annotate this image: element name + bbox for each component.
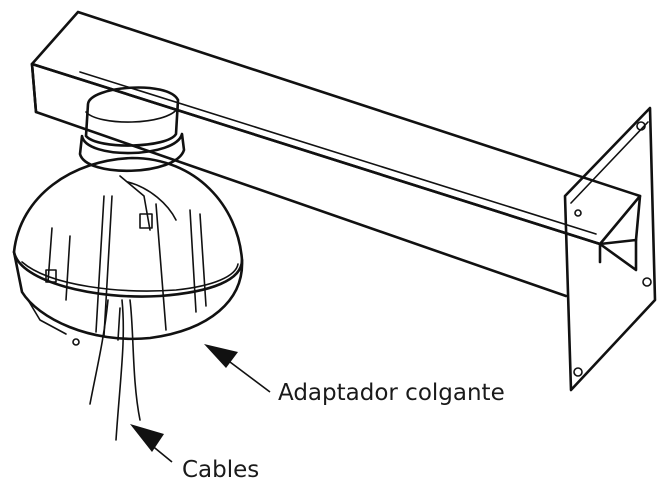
cables-label: Cables (182, 457, 260, 483)
cables (89, 299, 141, 441)
wall-plate (563, 106, 657, 392)
screw-hole (573, 367, 583, 377)
adapter-label: Adaptador colgante (278, 380, 505, 406)
bracket-arm (30, 10, 642, 298)
adapter-arrow (204, 344, 271, 393)
screw-hole (636, 121, 646, 131)
pendant-adapter (12, 156, 244, 346)
fitting (139, 213, 153, 229)
screw-hole (574, 209, 582, 217)
fitting (45, 269, 57, 283)
screw-hole (642, 277, 652, 287)
mount-neck (78, 86, 186, 173)
cables-arrow (130, 424, 173, 463)
